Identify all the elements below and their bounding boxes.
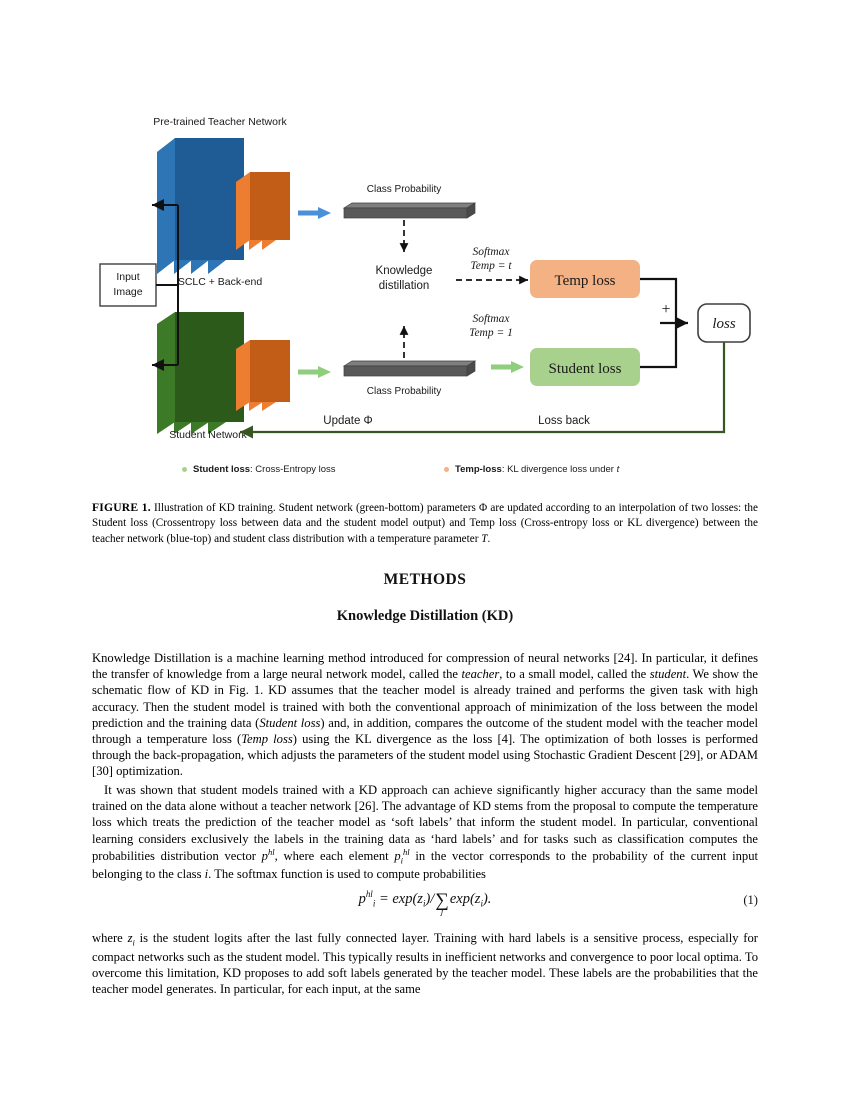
plus-sign: + [661, 301, 670, 318]
eq-lhs-sub: i [372, 898, 376, 909]
input-image-line1: Input [116, 271, 139, 283]
kd-training-figure: Pre-trained Teacher Network [92, 100, 758, 492]
paragraph-soft-labels: It was shown that student models trained… [92, 782, 758, 883]
p2-part-a: It was shown that student models trained… [92, 783, 758, 863]
legend-item-temp-loss: Temp-loss: KL divergence loss under t [444, 464, 619, 475]
student-orange-layers [236, 340, 290, 411]
eq-equals: = [375, 890, 393, 907]
student-loss-label: Student loss [549, 361, 622, 377]
student-output-arrow [298, 366, 331, 378]
figure-caption-text-1: Illustration of KD training. Student net… [92, 502, 758, 545]
feedback-path [240, 342, 726, 439]
teacher-orange-layers [236, 172, 290, 250]
loss-node-label: loss [712, 316, 736, 332]
temp-loss-box: Temp loss [530, 260, 640, 298]
p3-part-b: is the student logits after the last ful… [92, 931, 758, 996]
figure-caption-italic-T: T [481, 532, 488, 545]
knowledge-distillation-line2: distillation [379, 280, 430, 292]
legend-student-loss-text: Student loss: Cross-Entropy loss [193, 464, 336, 475]
legend-dot-orange-icon [444, 467, 449, 472]
p1-italic-temp-loss: Temp loss [241, 731, 293, 746]
class-probability-top-label: Class Probability [367, 184, 441, 195]
loss-merge-lines [640, 277, 688, 369]
student-network-title: Student Network [169, 429, 247, 441]
p1-part-e: ) using the KL divergence as the loss [4… [92, 731, 758, 779]
p1-part-a: Knowledge Distillation is a machine lear… [92, 651, 758, 682]
student-loss-box: Student loss [530, 348, 640, 386]
eq-exp1-end: )/ [425, 890, 435, 907]
p2-symbol-p-i-hl: pihl [394, 846, 410, 866]
equation-1-number: (1) [743, 893, 758, 907]
teacher-output-arrow [298, 207, 331, 219]
p2-part-b: , where each element [274, 848, 395, 863]
eq-exp1: exp(z [392, 890, 423, 907]
softmax-bottom-line1: Softmax [472, 313, 510, 325]
eq-lhs-sup: hl [365, 889, 373, 899]
input-image-box: Input Image [99, 263, 157, 307]
knowledge-distillation-line1: Knowledge [376, 265, 433, 277]
eq-exp1-sub: i [422, 898, 426, 909]
p1-italic-teacher: teacher [461, 667, 500, 682]
teacher-blue-layers [157, 138, 244, 274]
legend-item-student-loss: Student loss: Cross-Entropy loss [182, 464, 336, 475]
p2-symbol-p-hl: phl [261, 846, 275, 863]
figure-caption-label: FIGURE 1. [92, 501, 151, 514]
p3-symbol-z-i: zi [127, 931, 135, 948]
eq-exp2-end: ). [482, 890, 492, 907]
eq-exp2-sub: i [480, 898, 483, 909]
paragraph-hard-labels: where zi is the student logits after the… [92, 930, 758, 997]
legend-dot-green-icon [182, 467, 187, 472]
sclc-backend-label: SCLC + Back-end [178, 276, 262, 288]
p1-italic-student-loss: Student loss [259, 715, 321, 730]
p3-part-a: where [92, 931, 128, 945]
legend-temp-loss-text: Temp-loss: KL divergence loss under t [455, 464, 620, 475]
class-probability-bottom-label: Class Probability [367, 386, 441, 397]
student-green-layers [157, 312, 244, 434]
paragraph-kd-intro: Knowledge Distillation is a machine lear… [92, 650, 758, 779]
loss-back-label: Loss back [538, 415, 590, 427]
p1-part-b: , to a small model, called the [499, 667, 650, 682]
class-probability-top-bar [342, 202, 477, 219]
softmax-top-line1: Softmax [472, 246, 510, 258]
p1-italic-student: student [649, 667, 687, 682]
eq-exp2: exp(z [449, 890, 481, 907]
teacher-network-title: Pre-trained Teacher Network [153, 116, 287, 128]
p2-italic-i: i [204, 867, 209, 882]
eq-sum-sub: j [440, 905, 444, 916]
input-routing-lines [152, 199, 179, 371]
methods-heading: METHODS [383, 571, 467, 588]
figure-caption-text-2: . [487, 532, 491, 545]
eq-lhs-p: p [358, 890, 366, 907]
p2-part-d: . The softmax function is used to comput… [208, 867, 486, 882]
softmax-bottom-green-arrow [491, 361, 524, 373]
p1-part-c: . We show the schematic flow of KD in Fi… [92, 667, 758, 730]
softmax-bottom-line2: Temp = 1 [469, 327, 513, 339]
figure-caption: FIGURE 1. Illustration of KD training. S… [92, 500, 758, 547]
class-probability-bottom-bar [342, 360, 477, 377]
softmax-top-line2: Temp = t [470, 260, 512, 272]
kd-diagram-svg: Pre-trained Teacher Network [99, 116, 751, 441]
loss-node: loss [697, 303, 751, 343]
update-phi-label: Update Φ [323, 415, 372, 427]
input-image-line2: Image [113, 286, 142, 298]
knowledge-distillation-heading: Knowledge Distillation (KD) [336, 608, 514, 624]
p1-part-d: ) and, in addition, compares the outcome… [92, 715, 758, 746]
p2-part-c: in the vector corresponds to the probabi… [92, 848, 758, 882]
eq-sum-symbol-icon: ∑j [435, 889, 449, 916]
figure-legend: Student loss: Cross-Entropy loss Temp-lo… [92, 462, 758, 486]
temp-loss-label: Temp loss [554, 273, 615, 289]
